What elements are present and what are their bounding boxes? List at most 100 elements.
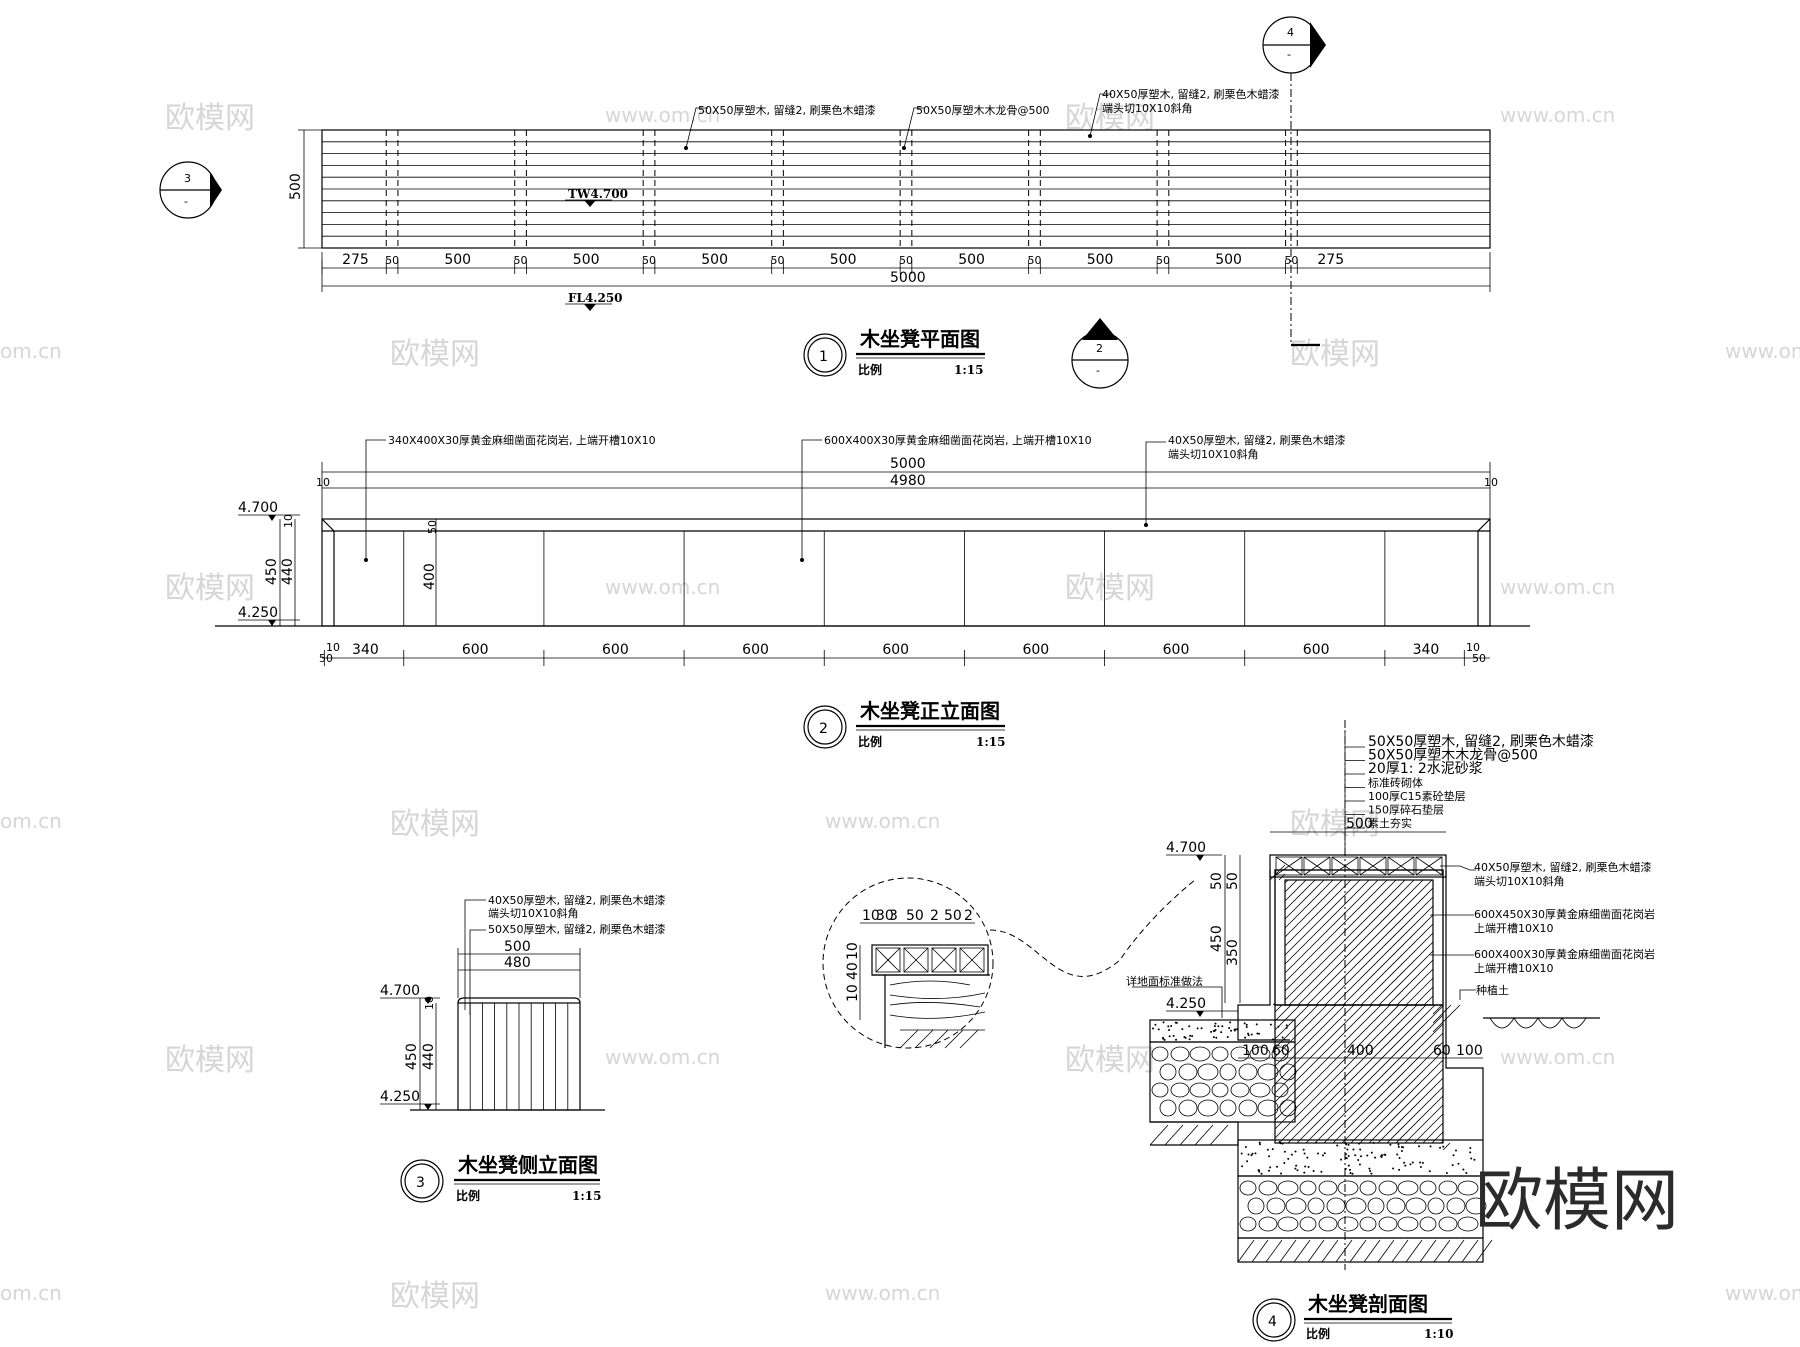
soil-hatch bbox=[1349, 1239, 1367, 1263]
section-layer-note: 100厚C15素砼垫层 bbox=[1368, 789, 1466, 803]
detail-crossed-members bbox=[875, 947, 985, 973]
stipple-dot bbox=[1396, 1153, 1399, 1156]
stipple-dot bbox=[1411, 1161, 1414, 1164]
hatch-line bbox=[1377, 1077, 1444, 1144]
side-note-1: 40X50厚塑木, 留缝2, 刷栗色木蜡漆 bbox=[488, 893, 666, 907]
hatch-line bbox=[1333, 905, 1434, 1006]
hatch-line bbox=[1386, 1086, 1444, 1144]
stipple-dot bbox=[1162, 1021, 1165, 1024]
plan-segment-dim: 275 bbox=[1317, 252, 1344, 268]
soil-hatch bbox=[1251, 1239, 1269, 1263]
soil-hatch bbox=[1433, 1239, 1451, 1263]
hatch-line bbox=[1274, 1004, 1301, 1031]
site-logo: 欧模网 bbox=[1475, 1162, 1679, 1241]
section-layer-note: 素土夯实 bbox=[1368, 816, 1412, 830]
gravel-stone bbox=[1359, 1180, 1377, 1196]
svg-text:10: 10 bbox=[423, 996, 436, 1010]
stipple-dot bbox=[1254, 1152, 1257, 1155]
gravel-bed-footing bbox=[1239, 1180, 1487, 1232]
detail-left-dim: 10 bbox=[845, 984, 861, 1002]
plan-segment-dim: 500 bbox=[573, 252, 600, 268]
stipple-dot bbox=[1398, 1168, 1401, 1171]
detail-top-dim: 2 bbox=[930, 908, 939, 924]
stipple-dot bbox=[1454, 1149, 1457, 1152]
soil-hatch bbox=[1475, 1239, 1493, 1263]
gravel-stone bbox=[1178, 1063, 1198, 1081]
gravel-stone bbox=[1189, 1082, 1211, 1098]
stipple-dot bbox=[1359, 1148, 1362, 1151]
stipple-dot bbox=[1189, 1034, 1192, 1037]
hatch-line bbox=[1404, 1104, 1444, 1144]
gravel-stone bbox=[1197, 1099, 1219, 1117]
hatch-line bbox=[1332, 1032, 1444, 1144]
elevation-inner-total: 4980 bbox=[890, 473, 926, 489]
hatch-line bbox=[1284, 879, 1316, 911]
svg-text:10: 10 bbox=[316, 476, 330, 489]
watermark-url: om.cn bbox=[0, 339, 62, 363]
hatch-line bbox=[1368, 1068, 1444, 1144]
gravel-stone bbox=[1211, 1046, 1229, 1062]
stipple-dot bbox=[1321, 1154, 1324, 1157]
hatch-line bbox=[1360, 932, 1434, 1006]
stipple-dot bbox=[1439, 1146, 1442, 1149]
gravel-stone bbox=[1277, 1216, 1299, 1232]
gravel-stone bbox=[1378, 1180, 1398, 1196]
svg-text:400: 400 bbox=[1347, 1043, 1374, 1059]
plan-segment-dim: 50 bbox=[1027, 254, 1041, 267]
svg-text:60: 60 bbox=[1272, 1043, 1290, 1059]
elevation-bottom-dim: 340 bbox=[352, 642, 379, 658]
section-right-note-3a: 600X400X30厚黄金麻细凿面花岗岩 bbox=[1474, 947, 1655, 961]
watermark-url: www.om.cn bbox=[825, 809, 940, 833]
stipple-dot bbox=[1302, 1148, 1305, 1151]
hatch-line bbox=[1284, 879, 1370, 965]
hatch-line bbox=[1432, 1004, 1452, 1024]
soil-hatch bbox=[1307, 1239, 1325, 1263]
elevation-bottom-dim: 600 bbox=[1022, 642, 1049, 658]
stipple-dot bbox=[1250, 1154, 1253, 1157]
gravel-stone bbox=[1378, 1216, 1398, 1232]
stipple-dot bbox=[1188, 1038, 1191, 1041]
gravel-stone bbox=[1438, 1180, 1458, 1196]
elevation-title-block: 2 木坐凳正立面图 比例 1:15 bbox=[803, 699, 1005, 749]
elevation-level-bottom: 4.250 bbox=[238, 605, 278, 621]
svg-text:3: 3 bbox=[416, 1175, 425, 1191]
plan-height-dim: 500 bbox=[288, 173, 304, 200]
section-level-bottom: 4.250 bbox=[1166, 996, 1206, 1012]
plan-total-dim: 5000 bbox=[890, 270, 926, 286]
plan-tw-label: TW4.700 bbox=[568, 187, 628, 201]
gravel-stone bbox=[1337, 1180, 1359, 1196]
stipple-dot bbox=[1419, 1166, 1422, 1169]
hatch-line bbox=[1396, 968, 1434, 1006]
stipple-dot bbox=[1347, 1143, 1350, 1146]
elevation-bottom-dim: 600 bbox=[882, 642, 909, 658]
detail-top-dim: 50 bbox=[944, 908, 962, 924]
stipple-dot bbox=[1357, 1158, 1360, 1161]
stipple-dot bbox=[1181, 1028, 1184, 1031]
hatch-line bbox=[1359, 1059, 1444, 1144]
watermark-url: om.cn bbox=[0, 1281, 62, 1305]
hatch-line bbox=[1274, 1004, 1346, 1076]
hatch-line bbox=[1284, 879, 1379, 974]
hatch-line bbox=[1288, 879, 1415, 1006]
gravel-stone bbox=[1345, 1197, 1367, 1215]
stipple-dot bbox=[1349, 1171, 1352, 1174]
svg-text:-: - bbox=[1287, 48, 1291, 61]
stipple-dot bbox=[1157, 1028, 1160, 1031]
gravel-stone bbox=[1230, 1046, 1250, 1062]
soil-hatch bbox=[1447, 1239, 1465, 1263]
stipple-dot bbox=[1283, 1150, 1286, 1153]
stipple-dot bbox=[1451, 1164, 1454, 1167]
stipple-dot bbox=[1358, 1163, 1361, 1166]
level-marker-icon bbox=[584, 200, 596, 207]
svg-text:1:15: 1:15 bbox=[954, 363, 983, 377]
hatch-line bbox=[1284, 879, 1325, 920]
hatch-line bbox=[1274, 1004, 1364, 1094]
hatch-line bbox=[1287, 1004, 1427, 1144]
gravel-stone bbox=[1239, 1216, 1257, 1232]
soil-hatch bbox=[1405, 1239, 1423, 1263]
stipple-dot bbox=[1170, 1025, 1173, 1028]
stipple-dot bbox=[1162, 1037, 1165, 1040]
stipple-dot bbox=[1442, 1145, 1445, 1148]
